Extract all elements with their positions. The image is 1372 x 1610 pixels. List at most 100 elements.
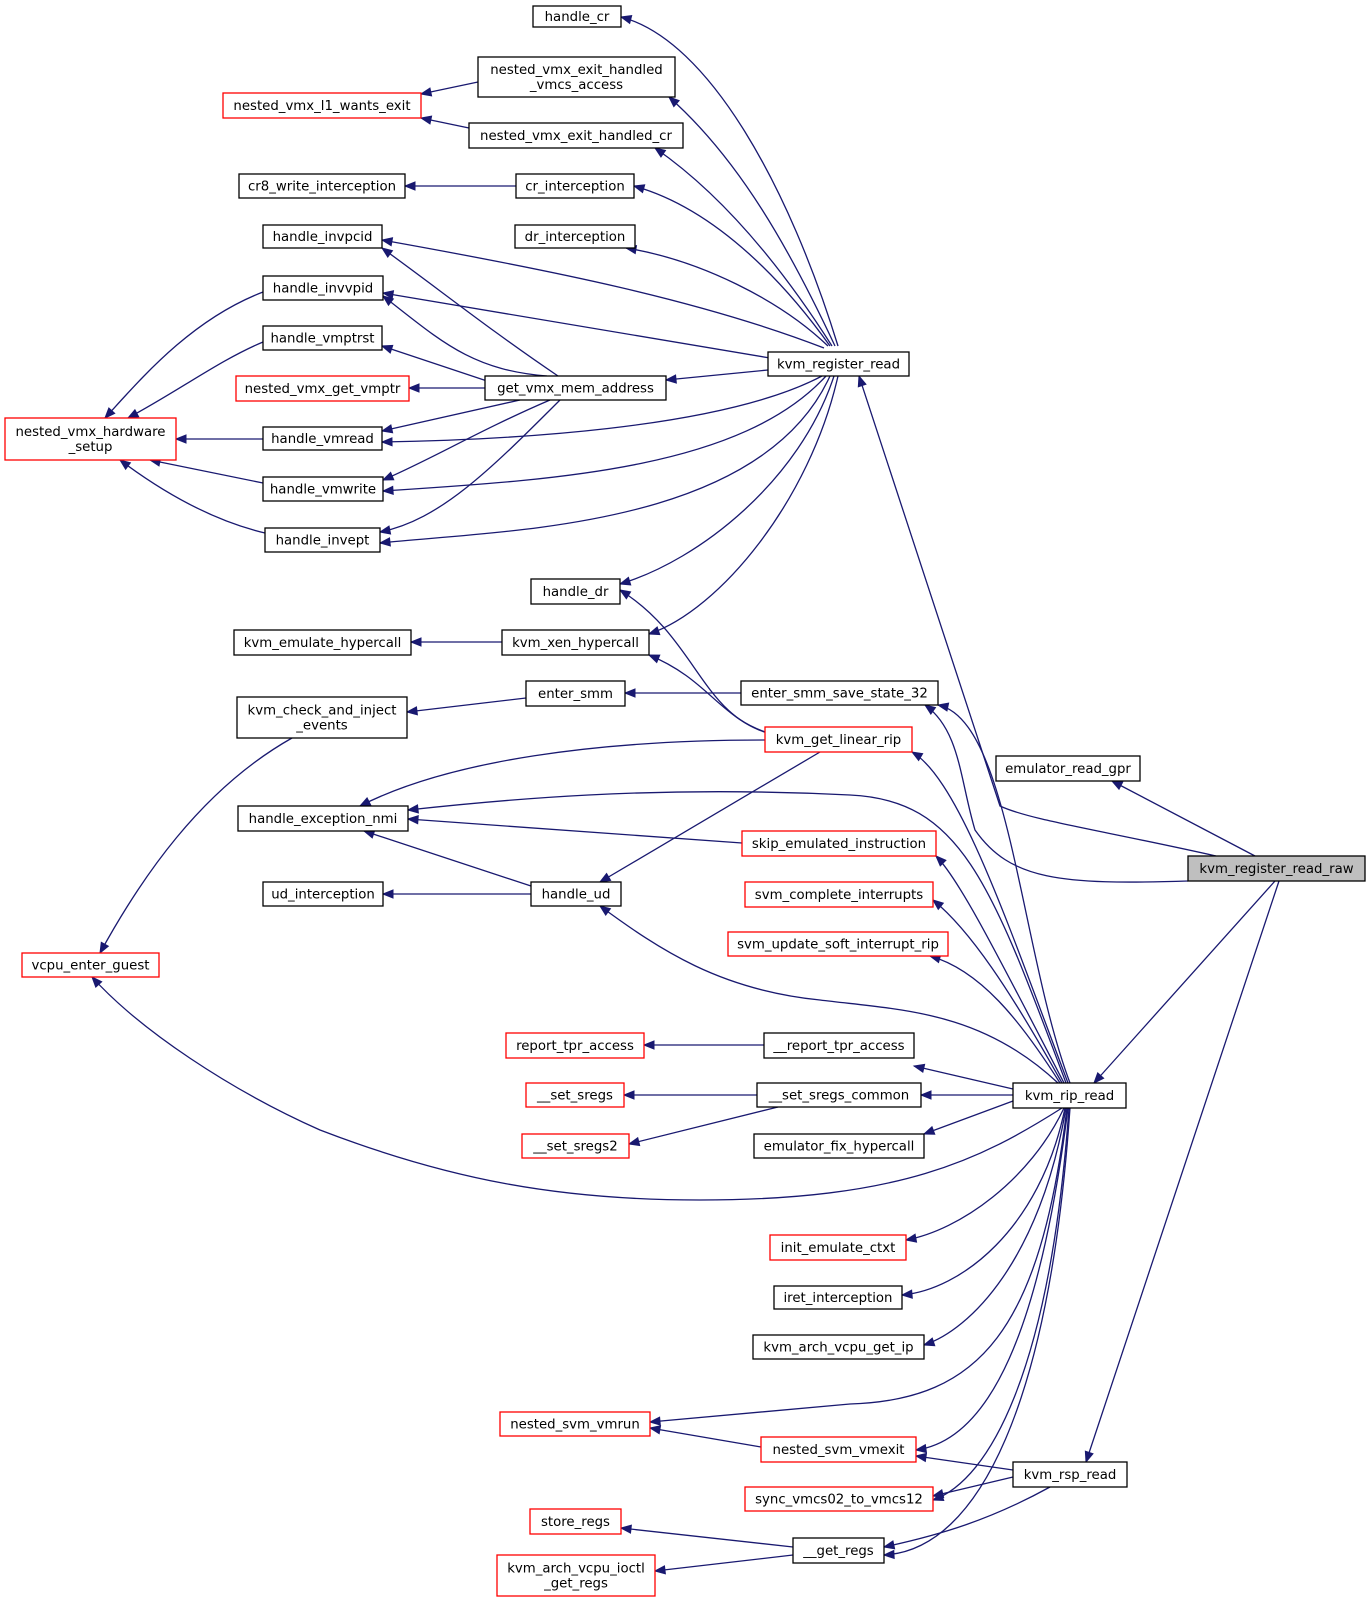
node-box[interactable] xyxy=(499,1411,651,1437)
node-box[interactable] xyxy=(727,931,949,957)
node-box[interactable] xyxy=(468,122,684,149)
node-ud-interception[interactable]: ud_interception xyxy=(262,881,384,907)
node-box[interactable] xyxy=(530,578,621,605)
node-emulator-read-gpr[interactable]: emulator_read_gpr xyxy=(995,755,1141,782)
node-box[interactable] xyxy=(264,527,381,553)
node-kvm-rsp-read[interactable]: kvm_rsp_read xyxy=(1012,1461,1128,1488)
node-kvm-register-read-raw[interactable]: kvm_register_read_raw xyxy=(1187,855,1366,882)
node-box[interactable] xyxy=(514,224,636,249)
node-box[interactable] xyxy=(1012,1461,1128,1488)
node-handle-dr[interactable]: handle_dr xyxy=(530,578,621,605)
node-box[interactable] xyxy=(752,1334,925,1360)
node-box[interactable] xyxy=(760,1436,917,1463)
node---set-sregs-common[interactable]: __set_sregs_common xyxy=(756,1082,922,1108)
node-box[interactable] xyxy=(1012,1082,1127,1109)
node-emulator-fix-hypercall[interactable]: emulator_fix_hypercall xyxy=(753,1133,925,1159)
node-cr8-write-interception[interactable]: cr8_write_interception xyxy=(238,173,406,199)
node-handle-invept[interactable]: handle_invept xyxy=(264,527,381,553)
node-box[interactable] xyxy=(496,1554,656,1597)
node-nested-svm-vmexit[interactable]: nested_svm_vmexit xyxy=(760,1436,917,1463)
node-kvm-rip-read[interactable]: kvm_rip_read xyxy=(1012,1082,1127,1109)
node---report-tpr-access[interactable]: __report_tpr_access xyxy=(763,1032,915,1059)
node-box[interactable] xyxy=(262,325,383,351)
node-handle-exception-nmi[interactable]: handle_exception_nmi xyxy=(237,805,409,832)
node-box[interactable] xyxy=(773,1285,903,1310)
node-box[interactable] xyxy=(238,173,406,199)
node-vcpu-enter-guest[interactable]: vcpu_enter_guest xyxy=(21,952,160,978)
node---set-sregs2[interactable]: __set_sregs2 xyxy=(521,1133,630,1159)
node-dr-interception[interactable]: dr_interception xyxy=(514,224,636,249)
node-box[interactable] xyxy=(237,805,409,832)
node-box[interactable] xyxy=(236,696,408,739)
node-box[interactable] xyxy=(1187,855,1366,882)
node-box[interactable] xyxy=(21,952,160,978)
node-skip-emulated-instruction[interactable]: skip_emulated_instruction xyxy=(741,830,937,857)
node-box[interactable] xyxy=(532,5,622,28)
node-box[interactable] xyxy=(477,56,676,98)
node-nested-svm-vmrun[interactable]: nested_svm_vmrun xyxy=(499,1411,651,1437)
node-box[interactable] xyxy=(4,417,177,461)
node-box[interactable] xyxy=(740,680,939,706)
node-svm-complete-interrupts[interactable]: svm_complete_interrupts xyxy=(744,881,934,908)
node-box[interactable] xyxy=(235,375,410,402)
node-handle-invpcid[interactable]: handle_invpcid xyxy=(262,224,383,249)
node-kvm-xen-hypercall[interactable]: kvm_xen_hypercall xyxy=(501,629,650,656)
node-box[interactable] xyxy=(262,275,384,301)
node-kvm-get-linear-rip[interactable]: kvm_get_linear_rip xyxy=(764,726,913,753)
node-store-regs[interactable]: store_regs xyxy=(529,1508,622,1535)
node-box[interactable] xyxy=(792,1537,885,1564)
node-kvm-arch-vcpu-get-ip[interactable]: kvm_arch_vcpu_get_ip xyxy=(752,1334,925,1360)
node-enter-smm-save-state-32[interactable]: enter_smm_save_state_32 xyxy=(740,680,939,706)
node-handle-vmread[interactable]: handle_vmread xyxy=(262,426,383,451)
node-box[interactable] xyxy=(763,1032,915,1059)
node-kvm-register-read[interactable]: kvm_register_read xyxy=(767,351,910,377)
node-box[interactable] xyxy=(767,351,910,377)
node-box[interactable] xyxy=(744,1486,934,1512)
node-box[interactable] xyxy=(501,629,650,656)
node-get-vmx-mem-address[interactable]: get_vmx_mem_address xyxy=(484,375,667,401)
node-nested-vmx-get-vmptr[interactable]: nested_vmx_get_vmptr xyxy=(235,375,410,402)
node-box[interactable] xyxy=(744,881,934,908)
node-handle-vmptrst[interactable]: handle_vmptrst xyxy=(262,325,383,351)
node-svm-update-soft-interrupt-rip[interactable]: svm_update_soft_interrupt_rip xyxy=(727,931,949,957)
node-enter-smm[interactable]: enter_smm xyxy=(525,680,626,707)
node-sync-vmcs02-to-vmcs12[interactable]: sync_vmcs02_to_vmcs12 xyxy=(744,1486,934,1512)
node-kvm-emulate-hypercall[interactable]: kvm_emulate_hypercall xyxy=(233,629,412,656)
node-box[interactable] xyxy=(222,92,422,119)
node-box[interactable] xyxy=(741,830,937,857)
node-kvm-arch-vcpu-ioctl-get-regs[interactable]: kvm_arch_vcpu_ioctl_get_regs xyxy=(496,1554,656,1597)
node-box[interactable] xyxy=(529,1508,622,1535)
node-report-tpr-access[interactable]: report_tpr_access xyxy=(505,1032,645,1059)
node-init-emulate-ctxt[interactable]: init_emulate_ctxt xyxy=(769,1234,907,1261)
node-handle-ud[interactable]: handle_ud xyxy=(530,881,622,907)
node-box[interactable] xyxy=(530,881,622,907)
node-box[interactable] xyxy=(756,1082,922,1108)
node-handle-cr[interactable]: handle_cr xyxy=(532,5,622,28)
node-box[interactable] xyxy=(262,224,383,249)
node-box[interactable] xyxy=(525,680,626,707)
node-box[interactable] xyxy=(505,1032,645,1059)
node-box[interactable] xyxy=(262,426,383,451)
node-nested-vmx-hardware-setup[interactable]: nested_vmx_hardware_setup xyxy=(4,417,177,461)
node-cr-interception[interactable]: cr_interception xyxy=(515,173,635,199)
node-iret-interception[interactable]: iret_interception xyxy=(773,1285,903,1310)
node-nested-vmx-exit-handled-vmcs-access[interactable]: nested_vmx_exit_handled_vmcs_access xyxy=(477,56,676,98)
node-box[interactable] xyxy=(769,1234,907,1261)
node-box[interactable] xyxy=(525,1082,625,1108)
node-box[interactable] xyxy=(484,375,667,401)
node-box[interactable] xyxy=(753,1133,925,1159)
node-box[interactable] xyxy=(521,1133,630,1159)
node-handle-vmwrite[interactable]: handle_vmwrite xyxy=(262,476,384,502)
node-box[interactable] xyxy=(262,881,384,907)
node-kvm-check-and-inject-events[interactable]: kvm_check_and_inject_events xyxy=(236,696,408,739)
node---get-regs[interactable]: __get_regs xyxy=(792,1537,885,1564)
node-box[interactable] xyxy=(515,173,635,199)
node-nested-vmx-exit-handled-cr[interactable]: nested_vmx_exit_handled_cr xyxy=(468,122,684,149)
node-box[interactable] xyxy=(995,755,1141,782)
node-handle-invvpid[interactable]: handle_invvpid xyxy=(262,275,384,301)
node-box[interactable] xyxy=(764,726,913,753)
node-box[interactable] xyxy=(262,476,384,502)
node---set-sregs[interactable]: __set_sregs xyxy=(525,1082,625,1108)
node-nested-vmx-l1-wants-exit[interactable]: nested_vmx_l1_wants_exit xyxy=(222,92,422,119)
node-box[interactable] xyxy=(233,629,412,656)
